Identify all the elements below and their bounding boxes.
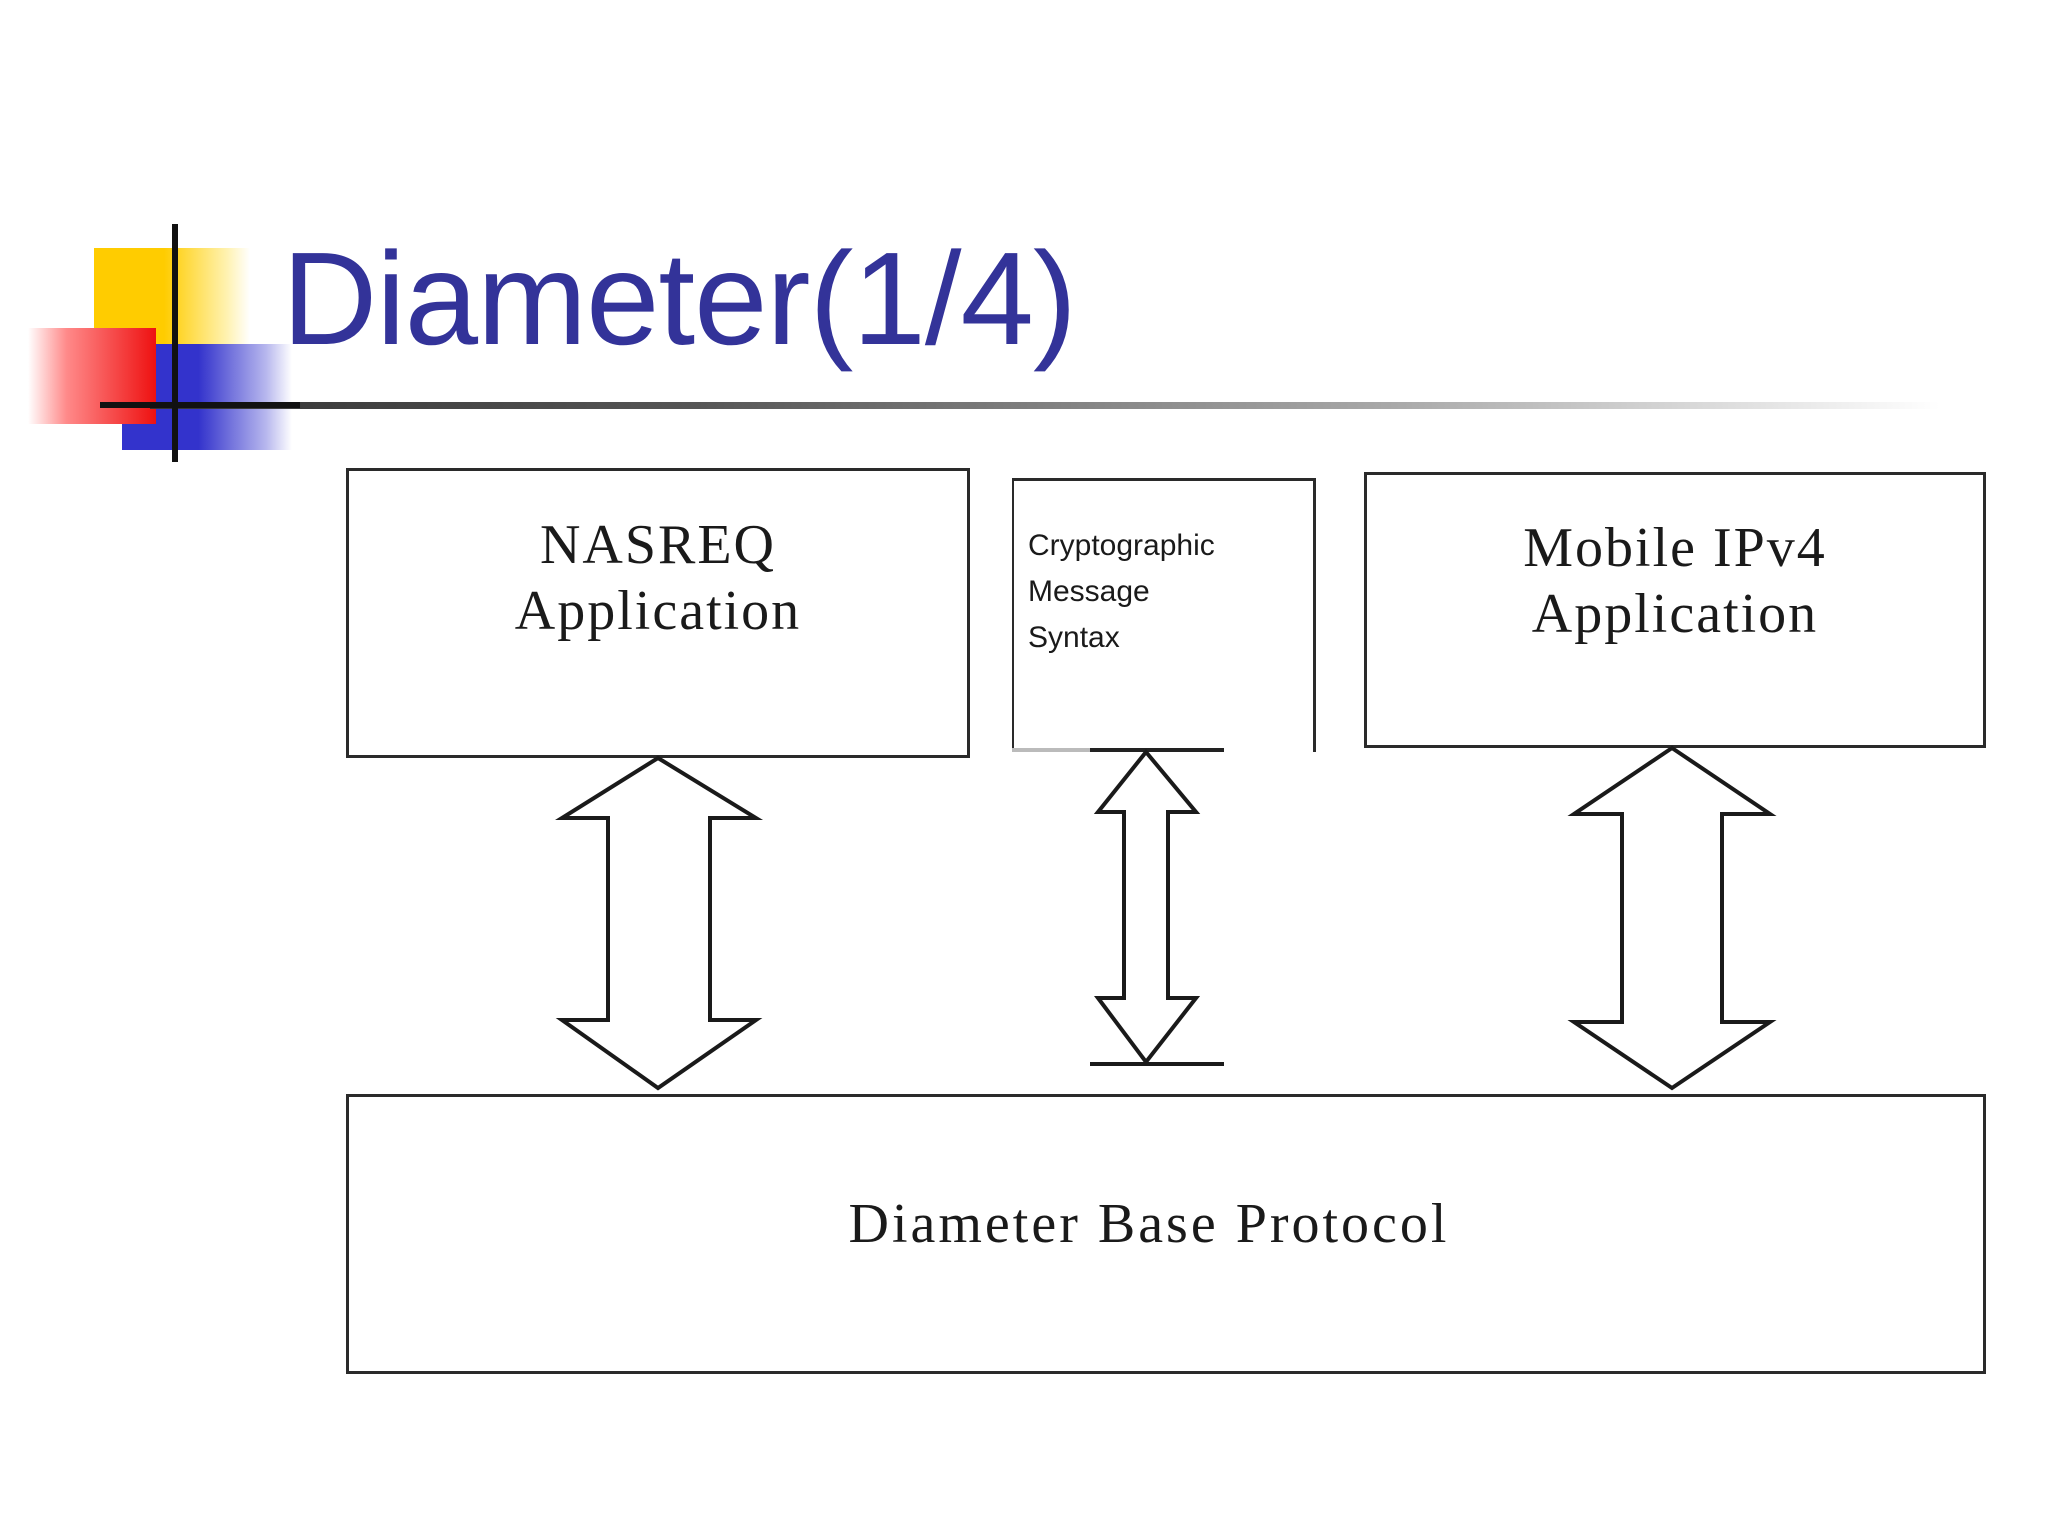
title-underline xyxy=(150,402,1940,409)
mobile-ipv4-application-box: Mobile IPv4 Application xyxy=(1364,472,1986,748)
cms-box-bottom-edge-dark xyxy=(1090,748,1224,752)
nasreq-application-label: NASREQ Application xyxy=(514,514,802,642)
cms-label: Cryptographic Message Syntax xyxy=(1028,528,1215,654)
diameter-base-protocol-label: Diameter Base Protocol xyxy=(848,1193,1450,1255)
cms-box: Cryptographic Message Syntax xyxy=(1012,478,1316,752)
cms-base-double-arrow xyxy=(1093,748,1201,1066)
logo-horizontal-line xyxy=(100,402,300,408)
diameter-base-protocol-box: Diameter Base Protocol xyxy=(346,1094,1986,1374)
nasreq-application-box: NASREQ Application xyxy=(346,468,970,758)
nasreq-base-double-arrow xyxy=(555,755,764,1091)
slide-title: Diameter(1/4) xyxy=(282,225,1077,372)
logo-red-square xyxy=(28,328,156,424)
mobile-ipv4-base-double-arrow xyxy=(1567,745,1777,1091)
logo-vertical-line xyxy=(172,224,178,462)
mobile-ipv4-application-label: Mobile IPv4 Application xyxy=(1523,517,1827,645)
